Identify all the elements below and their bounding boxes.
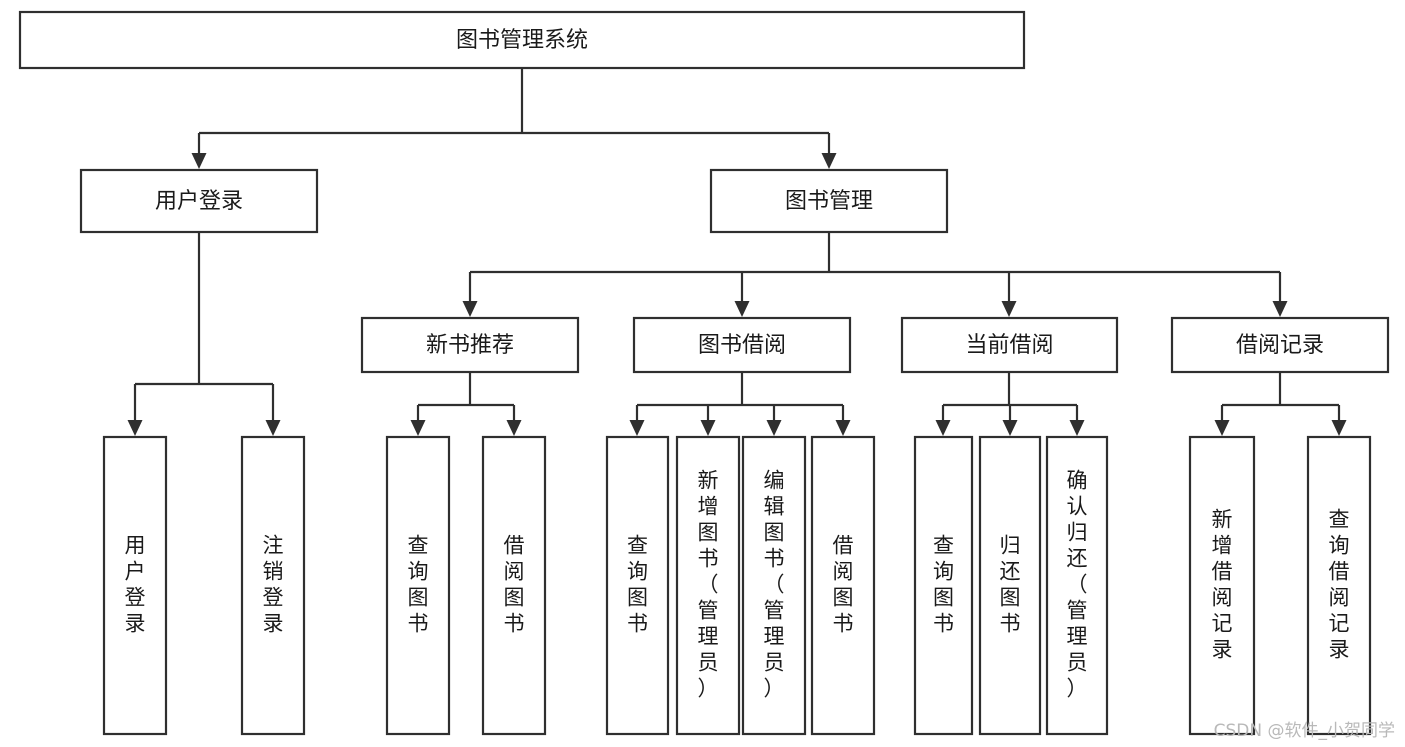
node-leaf-3-label: 借阅图书 xyxy=(504,534,525,636)
node-leaf-11[interactable]: 新增借阅记录 xyxy=(1188,435,1256,736)
arrow-head-icon xyxy=(734,301,750,317)
node-level2-3-box[interactable] xyxy=(1170,316,1390,374)
node-level2-1-label: 图书借阅 xyxy=(698,333,786,358)
node-leaf-7[interactable]: 借阅图书 xyxy=(810,435,876,736)
node-level2-3-label: 借阅记录 xyxy=(1236,333,1324,358)
node-leaf-2[interactable]: 查询图书 xyxy=(385,435,451,736)
node-leaf-8-label: 查询图书 xyxy=(933,534,954,636)
node-level2-1[interactable]: 图书借阅 xyxy=(632,316,852,374)
node-leaf-6[interactable]: 编辑图书（管理员） xyxy=(741,435,807,736)
node-leaf-2-label: 查询图书 xyxy=(408,534,429,636)
node-level2-2-box[interactable] xyxy=(900,316,1119,374)
node-leaf-3[interactable]: 借阅图书 xyxy=(481,435,547,736)
node-leaf-4[interactable]: 查询图书 xyxy=(605,435,670,736)
node-leaf-7-label: 借阅图书 xyxy=(833,534,854,636)
arrow-head-icon xyxy=(410,420,426,436)
node-leaf-0-label: 用户登录 xyxy=(125,534,146,636)
arrow-head-icon xyxy=(462,301,478,317)
arrow-head-icon xyxy=(821,153,837,169)
arrow-head-icon xyxy=(127,420,143,436)
node-leaf-0-box[interactable] xyxy=(102,435,168,736)
node-level2-2[interactable]: 当前借阅 xyxy=(900,316,1119,374)
node-leaf-9[interactable]: 归还图书 xyxy=(978,435,1042,736)
node-root-box[interactable] xyxy=(18,10,1026,70)
node-leaf-2-box[interactable] xyxy=(385,435,451,736)
node-leaf-3-box[interactable] xyxy=(481,435,547,736)
node-leaf-4-label: 查询图书 xyxy=(627,534,648,636)
node-level2-1-box[interactable] xyxy=(632,316,852,374)
node-leaf-5-label: 新增图书（管理员） xyxy=(698,469,719,701)
node-leaf-10[interactable]: 确认归还（管理员） xyxy=(1045,435,1109,736)
node-leaf-5-box[interactable] xyxy=(675,435,741,736)
arrow-head-icon xyxy=(1214,420,1230,436)
node-root[interactable]: 图书管理系统 xyxy=(18,10,1026,70)
node-root-label: 图书管理系统 xyxy=(456,28,588,53)
node-leaf-12-label: 查询借阅记录 xyxy=(1329,508,1350,662)
arrow-head-icon xyxy=(191,153,207,169)
arrow-head-icon xyxy=(1069,420,1085,436)
node-leaf-8-box[interactable] xyxy=(913,435,974,736)
arrow-head-icon xyxy=(1001,301,1017,317)
node-leaf-12-box[interactable] xyxy=(1306,435,1372,736)
node-layer: 图书管理系统用户登录图书管理新书推荐图书借阅当前借阅借阅记录用户登录注销登录查询… xyxy=(18,10,1390,736)
node-level1-1-label: 图书管理 xyxy=(785,189,873,214)
node-leaf-7-box[interactable] xyxy=(810,435,876,736)
node-level2-2-label: 当前借阅 xyxy=(965,333,1053,358)
node-level2-3[interactable]: 借阅记录 xyxy=(1170,316,1390,374)
node-leaf-6-box[interactable] xyxy=(741,435,807,736)
arrow-head-icon xyxy=(629,420,645,436)
node-leaf-1[interactable]: 注销登录 xyxy=(240,435,306,736)
node-leaf-10-label: 确认归还（管理员） xyxy=(1067,469,1088,701)
node-leaf-1-box[interactable] xyxy=(240,435,306,736)
node-leaf-10-box[interactable] xyxy=(1045,435,1109,736)
arrow-head-icon xyxy=(1272,301,1288,317)
node-level1-0-label: 用户登录 xyxy=(155,189,243,214)
arrow-head-icon xyxy=(935,420,951,436)
node-leaf-11-box[interactable] xyxy=(1188,435,1256,736)
node-level2-0[interactable]: 新书推荐 xyxy=(360,316,580,374)
node-leaf-12[interactable]: 查询借阅记录 xyxy=(1306,435,1372,736)
arrow-head-icon xyxy=(835,420,851,436)
node-leaf-9-box[interactable] xyxy=(978,435,1042,736)
node-level1-1[interactable]: 图书管理 xyxy=(709,168,949,234)
node-leaf-9-label: 归还图书 xyxy=(1000,534,1021,636)
node-level1-0[interactable]: 用户登录 xyxy=(79,168,319,234)
node-level2-0-box[interactable] xyxy=(360,316,580,374)
node-leaf-11-label: 新增借阅记录 xyxy=(1212,508,1233,662)
node-leaf-0[interactable]: 用户登录 xyxy=(102,435,168,736)
arrow-head-icon xyxy=(700,420,716,436)
arrow-head-icon xyxy=(1002,420,1018,436)
node-leaf-6-label: 编辑图书（管理员） xyxy=(764,469,785,701)
arrow-head-icon xyxy=(766,420,782,436)
arrow-head-icon xyxy=(1331,420,1347,436)
node-leaf-8[interactable]: 查询图书 xyxy=(913,435,974,736)
node-level1-1-box[interactable] xyxy=(709,168,949,234)
node-level1-0-box[interactable] xyxy=(79,168,319,234)
arrow-head-icon xyxy=(265,420,281,436)
node-leaf-4-box[interactable] xyxy=(605,435,670,736)
node-leaf-5[interactable]: 新增图书（管理员） xyxy=(675,435,741,736)
connector-layer xyxy=(127,68,1347,436)
arrow-head-icon xyxy=(506,420,522,436)
node-leaf-1-label: 注销登录 xyxy=(263,534,284,636)
node-level2-0-label: 新书推荐 xyxy=(426,333,514,358)
